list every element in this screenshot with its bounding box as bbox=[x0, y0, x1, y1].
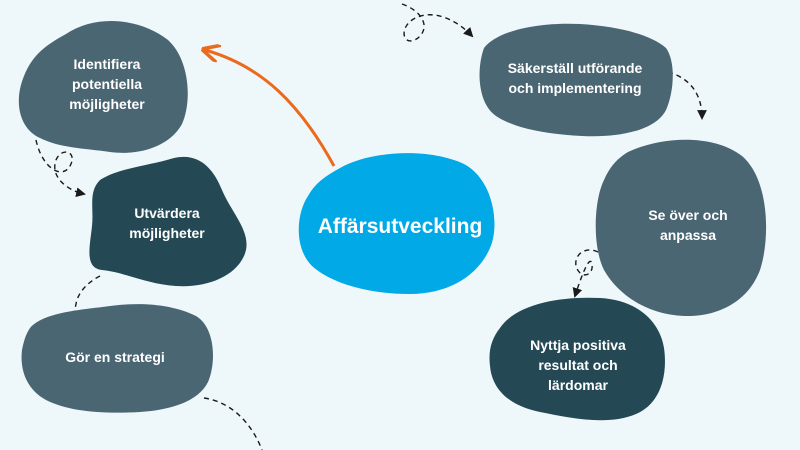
connector-seover-nyttja bbox=[572, 249, 599, 298]
node-blob-nyttja bbox=[489, 297, 665, 421]
node-label-utvardera: Utvärdera möjligheter bbox=[129, 205, 205, 241]
connector-utvardera-strategi bbox=[69, 275, 101, 324]
node-blob-seover bbox=[595, 139, 767, 316]
connector-sakerstall-seover bbox=[667, 71, 707, 120]
connector-top-decor bbox=[401, 3, 474, 42]
node-label-identifiera: Identifiera potentiella möjligheter bbox=[69, 56, 145, 112]
node-blob-utvardera bbox=[89, 156, 247, 287]
node-label-strategi: Gör en strategi bbox=[65, 349, 165, 365]
node-label-sakerstall: Säkerställ utförande och implementering bbox=[507, 60, 643, 96]
node-blob-identifiera bbox=[18, 21, 188, 153]
node-blob-sakerstall bbox=[479, 23, 673, 137]
node-label-seover: Se över och anpassa bbox=[648, 207, 728, 243]
node-label-nyttja: Nyttja positiva resultat och lärdomar bbox=[530, 337, 626, 393]
main-arrow bbox=[205, 50, 336, 167]
node-label-center: Affärsutveckling bbox=[317, 215, 483, 238]
connector-identifiera-utvardera bbox=[35, 139, 86, 198]
node-blob-center bbox=[298, 153, 495, 294]
connector-strategi-decor bbox=[203, 397, 263, 450]
node-blob-strategi bbox=[21, 304, 213, 413]
